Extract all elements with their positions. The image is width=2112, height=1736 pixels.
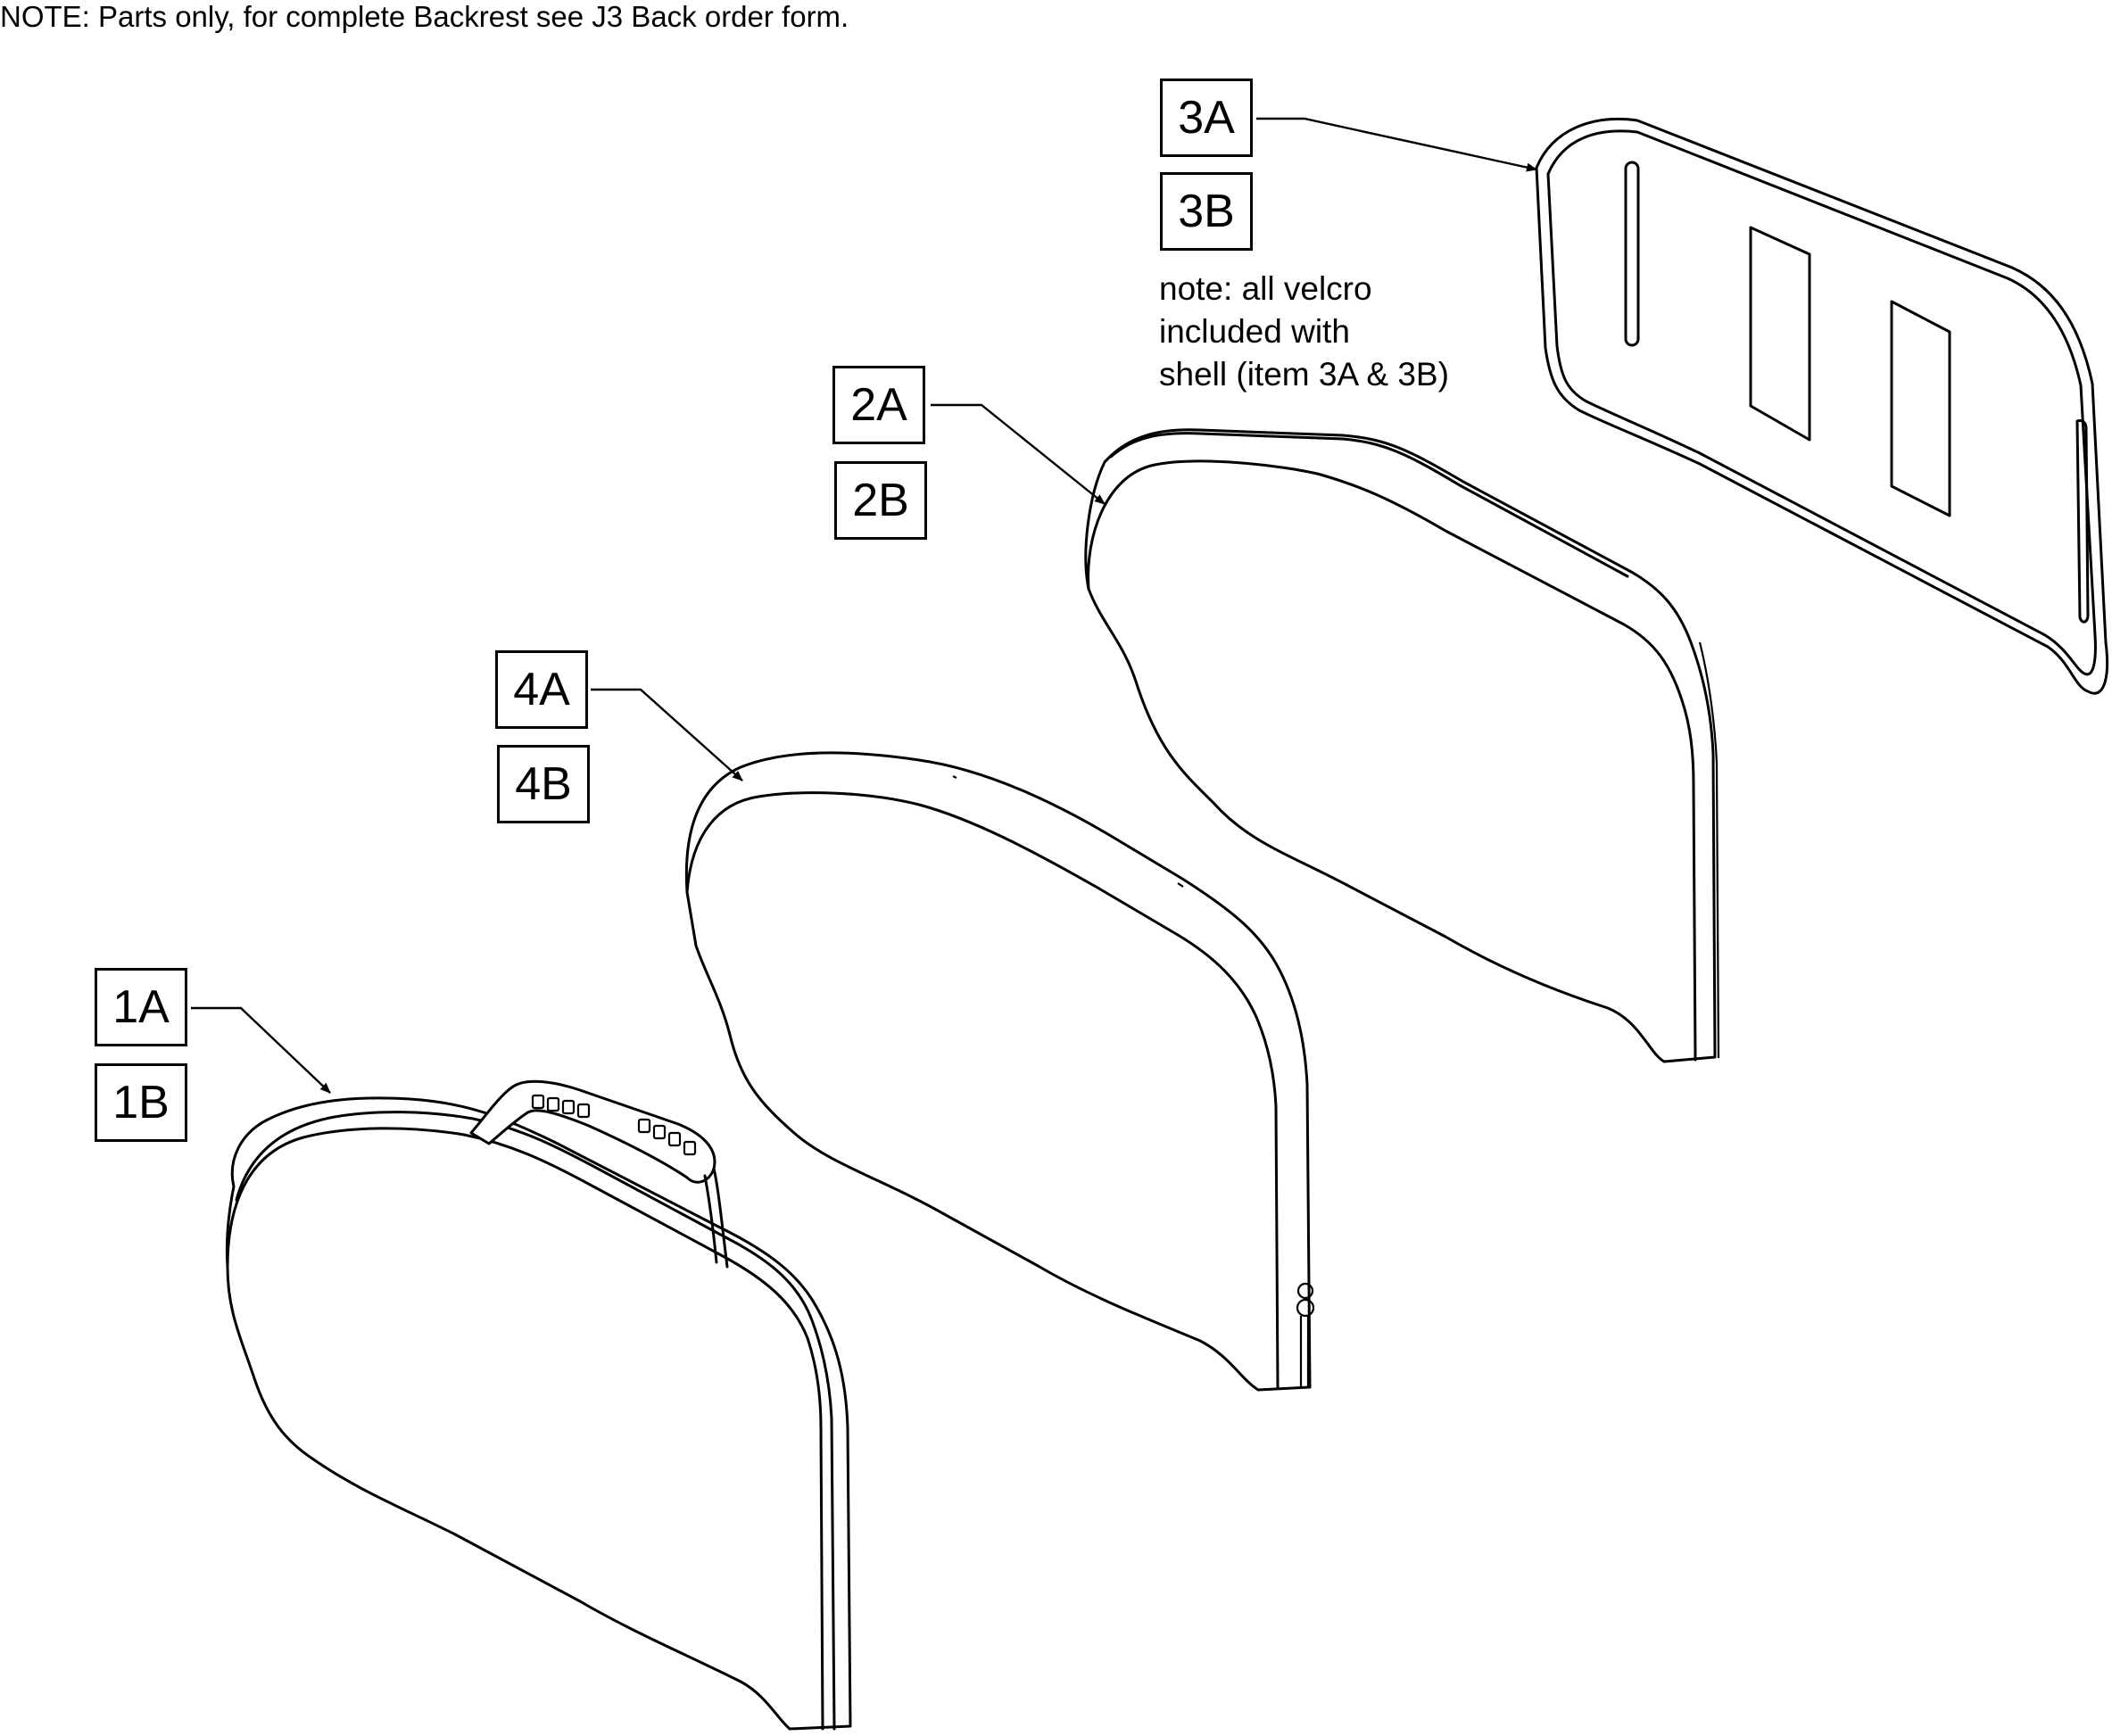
callout-3a: 3A	[1160, 79, 1253, 157]
parts-only-note: NOTE: Parts only, for complete Backrest …	[0, 0, 849, 33]
outer-cover-outline	[225, 1096, 852, 1731]
callout-1b: 1B	[95, 1063, 187, 1142]
shell-part	[1535, 117, 2109, 695]
shell-inner-rim	[1546, 129, 2097, 676]
leader-3a	[1256, 117, 1537, 172]
callout-4a: 4A	[495, 650, 588, 729]
leader-2a	[931, 403, 1106, 505]
foam-part	[1084, 428, 1720, 1063]
callout-2b: 2B	[834, 461, 927, 540]
velcro-strip-left	[1624, 161, 1640, 347]
foam-top-edge	[1109, 432, 1629, 578]
velcro-strip-right	[2075, 419, 2090, 624]
inner-cover-part	[684, 751, 1315, 1392]
callout-2a: 2A	[832, 366, 925, 444]
inner-cover-front-edge	[685, 791, 1280, 1389]
outer-cover-piping	[235, 1111, 836, 1731]
velcro-note: note: all velcro included with shell (it…	[1159, 268, 1449, 396]
callout-3b: 3B	[1160, 172, 1253, 251]
foam-outline	[1084, 428, 1717, 1063]
velcro-note-line-2: included with	[1159, 313, 1350, 350]
inner-cover-seam-gap-2	[1177, 882, 1184, 888]
velcro-patch-2	[1890, 300, 1951, 517]
callout-4b: 4B	[497, 745, 590, 823]
inner-cover-outline	[684, 751, 1312, 1392]
leader-1a	[191, 1006, 331, 1094]
inner-cover-seam-gap-1	[952, 775, 957, 779]
foam-side-edge	[1698, 641, 1720, 1059]
foam-front-edge	[1087, 459, 1697, 1062]
velcro-note-line-1: note: all velcro	[1159, 270, 1372, 307]
zipper-pull-icon	[1296, 1282, 1315, 1387]
carry-handle-icon	[469, 1079, 729, 1269]
velcro-patch-1	[1749, 226, 1811, 442]
outer-cover-front-edge	[226, 1127, 824, 1731]
callout-1a: 1A	[95, 968, 187, 1046]
velcro-note-line-3: shell (item 3A & 3B)	[1159, 356, 1449, 393]
leader-4a	[591, 688, 743, 781]
outer-cover-part	[225, 1079, 852, 1731]
